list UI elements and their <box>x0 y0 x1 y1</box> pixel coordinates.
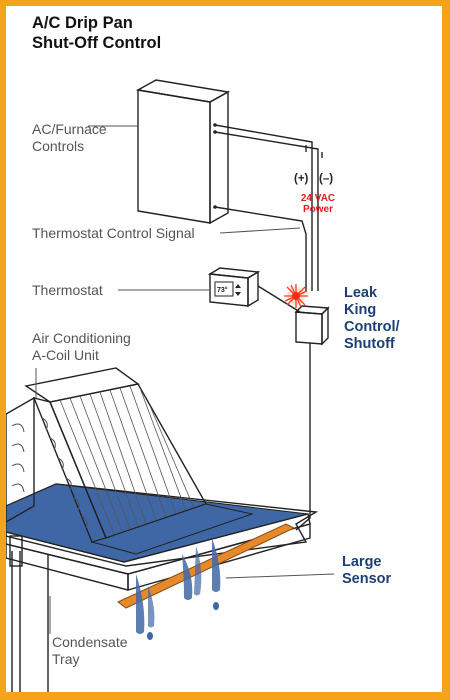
ac-drip-pan-diagram: A/C Drip Pan Shut-Off Control AC/Furnace… <box>6 14 400 692</box>
power-minus-label: (–) <box>319 173 333 185</box>
power-plus-label: (+) <box>294 173 309 185</box>
thermostat-signal-leader-line <box>219 227 301 234</box>
leak-king-control-box <box>294 305 330 346</box>
coil-fins <box>59 385 195 535</box>
leak-king-label-line-2: King <box>344 302 376 318</box>
ac-furnace-label-line-2: Controls <box>32 138 84 154</box>
sensor-wire <box>295 343 311 531</box>
thermostat-device <box>207 267 261 308</box>
sensor-label-line-1: Large <box>342 554 382 570</box>
title-line-2: Shut-Off Control <box>32 34 161 52</box>
leak-king-label-line-4: Shutoff <box>344 336 395 352</box>
thermostat-wire <box>257 285 301 313</box>
thermostat-label: Thermostat <box>32 282 103 298</box>
ac-furnace-label-line-1: AC/Furnace <box>32 121 107 137</box>
ac-furnace-controls-box <box>135 79 231 225</box>
power-word-label: Power <box>303 204 333 215</box>
water-drips <box>136 538 221 640</box>
power-voltage-label: 24 VAC <box>301 193 335 204</box>
thermostat-signal-wire <box>213 205 307 291</box>
sensor-label-line-2: Sensor <box>342 571 392 587</box>
thermostat-control-signal-label: Thermostat Control Signal <box>32 225 195 241</box>
a-coil-label-line-1: Air Conditioning <box>32 330 131 346</box>
condensate-label-line-2: Tray <box>52 651 79 667</box>
leak-king-label-line-1: Leak <box>344 285 378 301</box>
sensor-leader-line <box>225 573 335 579</box>
large-sensor-strip <box>117 523 296 609</box>
condensate-label-line-1: Condensate <box>52 634 128 650</box>
power-wires <box>213 123 323 291</box>
diagram-frame: A/C Drip Pan Shut-Off Control AC/Furnace… <box>6 6 442 692</box>
thermostat-temp-display: 73° <box>217 286 228 294</box>
a-coil-label-line-2: A-Coil Unit <box>32 347 99 363</box>
a-coil-unit <box>6 367 254 555</box>
alarm-light-icon <box>284 284 308 308</box>
title-line-1: A/C Drip Pan <box>32 14 133 32</box>
leak-king-label-line-3: Control/ <box>344 319 400 335</box>
